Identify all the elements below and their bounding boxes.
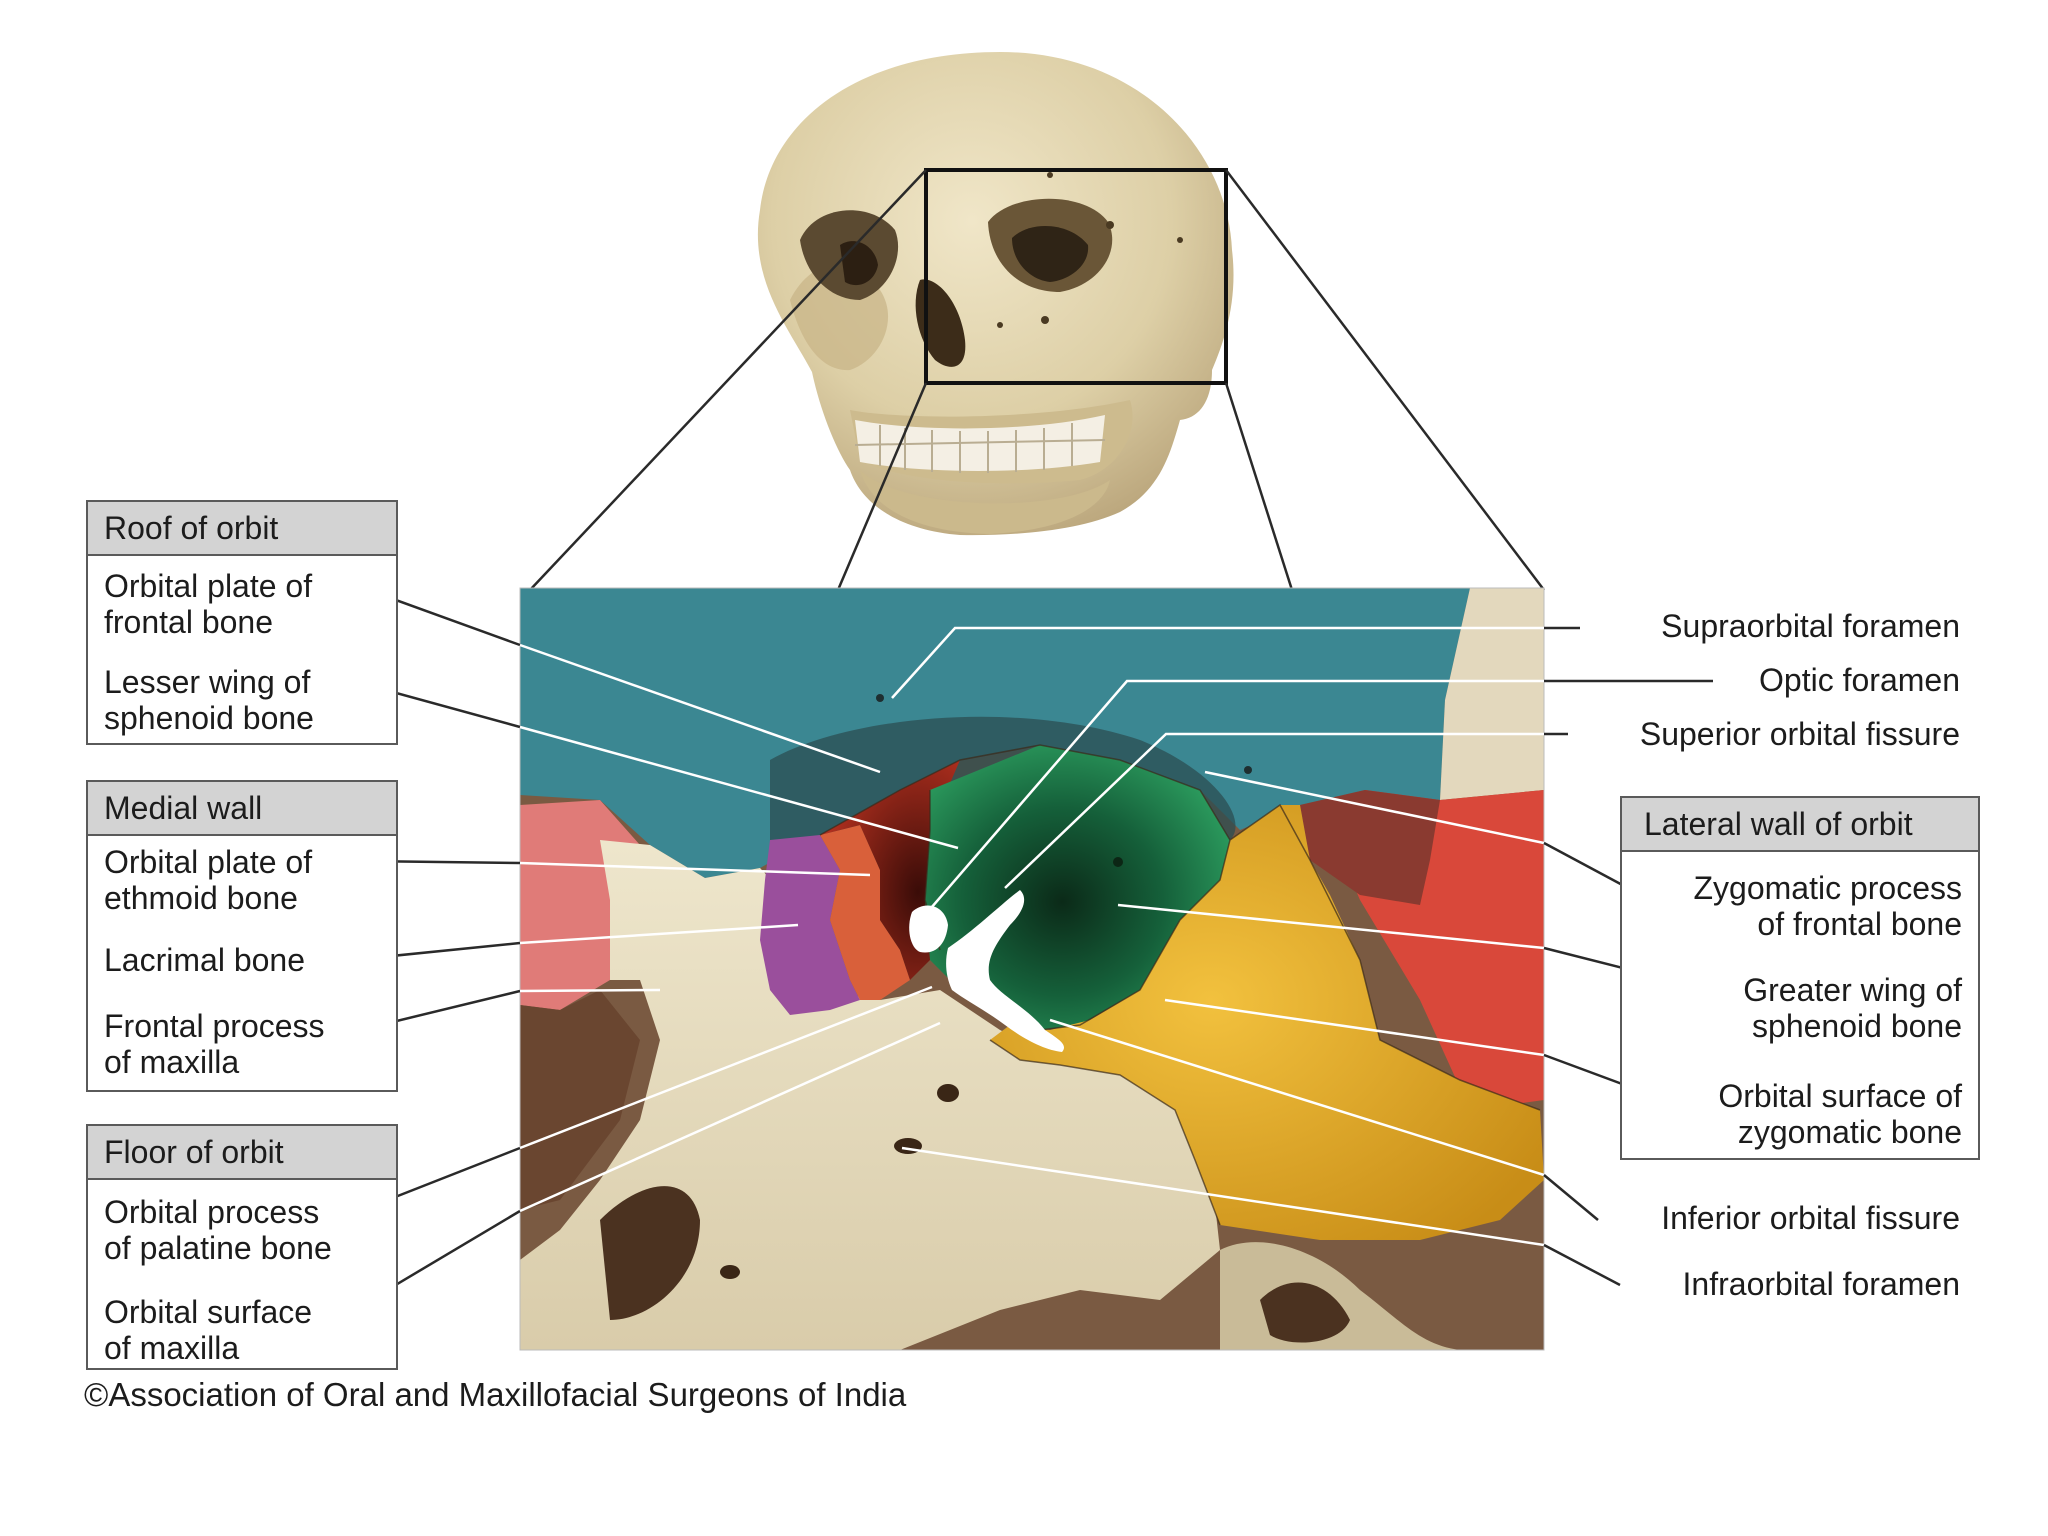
orbital-fissure-shape (946, 890, 1065, 1052)
floor-of-orbit-header: Floor of orbit (88, 1126, 396, 1180)
optic-foramen-shape (909, 905, 948, 953)
orbit-closeup (520, 588, 1544, 1350)
label-orbital-plate-frontal: Orbital plate of frontal bone (104, 568, 313, 640)
roof-of-orbit-box: Roof of orbit Orbital plate of frontal b… (86, 500, 398, 745)
medial-wall-box: Medial wall Orbital plate of ethmoid bon… (86, 780, 398, 1092)
zygomatic-process-frontal-region (1300, 790, 1440, 905)
lateral-wall-box: Lateral wall of orbit Zygomatic process … (1620, 796, 1980, 1160)
zoom-lines (529, 169, 1545, 591)
label-greater-wing-sphenoid: Greater wing of sphenoid bone (1743, 972, 1962, 1044)
skull-illustration (757, 52, 1234, 536)
label-frontal-process-maxilla: Frontal process of maxilla (104, 1008, 325, 1080)
label-orbital-plate-ethmoid: Orbital plate of ethmoid bone (104, 844, 313, 916)
label-optic-foramen: Optic foramen (1759, 662, 1960, 698)
label-supraorbital-foramen: Supraorbital foramen (1661, 608, 1960, 644)
label-zygomatic-process-frontal: Zygomatic process of frontal bone (1693, 870, 1962, 942)
medial-wall-header: Medial wall (88, 782, 396, 836)
leader-lines (351, 585, 1713, 1307)
ethmoid-bone-region (760, 835, 860, 1015)
roof-of-orbit-header: Roof of orbit (88, 502, 396, 556)
lateral-wall-header: Lateral wall of orbit (1622, 798, 1978, 852)
copyright-notice: ©Association of Oral and Maxillofacial S… (84, 1376, 907, 1413)
lacrimal-bone-region (820, 825, 910, 1000)
label-inferior-orbital-fissure: Inferior orbital fissure (1661, 1200, 1960, 1236)
label-lacrimal-bone: Lacrimal bone (104, 942, 305, 978)
label-superior-orbital-fissure: Superior orbital fissure (1639, 716, 1960, 752)
label-orbital-surface-zygomatic: Orbital surface of zygomatic bone (1718, 1078, 1962, 1150)
label-infraorbital-foramen: Infraorbital foramen (1682, 1266, 1960, 1302)
label-lesser-wing-sphenoid: Lesser wing of sphenoid bone (104, 664, 314, 736)
floor-of-orbit-box: Floor of orbit Orbital process of palati… (86, 1124, 398, 1370)
zoom-frame (924, 168, 1228, 385)
label-orbital-process-palatine: Orbital process of palatine bone (104, 1194, 332, 1266)
label-orbital-surface-maxilla: Orbital surface of maxilla (104, 1294, 313, 1366)
greater-wing-sphenoid-region (925, 745, 1230, 1030)
